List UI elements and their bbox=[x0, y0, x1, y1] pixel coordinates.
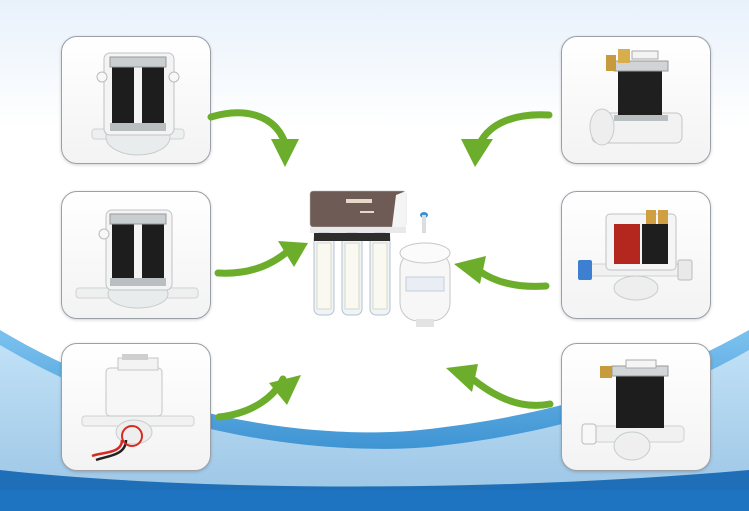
ro-water-purifier-image bbox=[309, 190, 451, 327]
valve-card-top-right bbox=[561, 36, 711, 164]
solenoid-valve-image bbox=[589, 49, 683, 146]
valve-card-bottom-left bbox=[61, 343, 211, 471]
valve-card-bottom-right bbox=[561, 343, 711, 471]
valve-card-mid-right bbox=[561, 191, 711, 319]
solenoid-valve-image bbox=[91, 52, 185, 156]
valve-card-mid-left bbox=[61, 191, 211, 319]
arrow-top-right bbox=[461, 111, 553, 167]
arrow-top-left bbox=[207, 109, 299, 167]
valve-card-top-left bbox=[61, 36, 211, 164]
arrow-mid-right bbox=[454, 256, 550, 290]
solenoid-valve-image bbox=[581, 359, 685, 461]
solenoid-valve-image bbox=[578, 210, 693, 301]
arrow-mid-left bbox=[214, 241, 308, 277]
solenoid-valve-image bbox=[75, 209, 199, 309]
arrow-bottom-right bbox=[446, 364, 554, 409]
solenoid-valve-image bbox=[81, 354, 195, 462]
arrow-bottom-left bbox=[215, 375, 301, 421]
